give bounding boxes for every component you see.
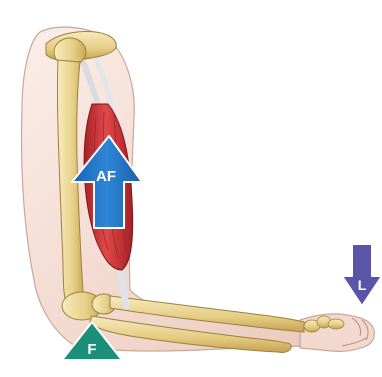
down-arrow-icon [342, 244, 382, 306]
load-label: L [358, 277, 367, 293]
fulcrum-label: F [87, 341, 96, 358]
effort-label: AF [96, 168, 116, 185]
load-arrow: L [342, 244, 382, 306]
carpal-3 [328, 319, 344, 329]
